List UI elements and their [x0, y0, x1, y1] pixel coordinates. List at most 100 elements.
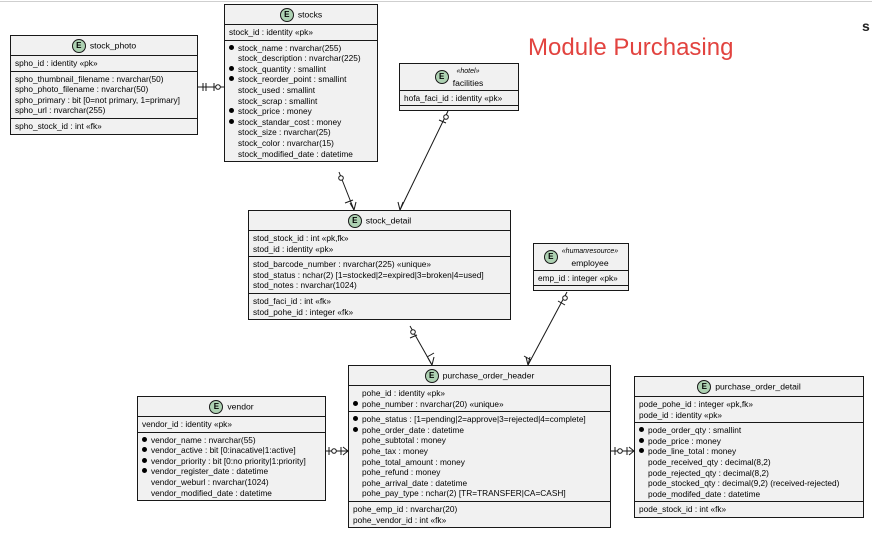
entity-header: E «humanresource»employee	[534, 244, 628, 270]
entity-name: employee	[571, 257, 609, 268]
mandatory-dot-icon	[353, 426, 358, 432]
pk-field-mandatory: pohe_number : nvarchar(20) «unique»	[353, 399, 606, 410]
mandatory-dot-icon	[142, 468, 147, 474]
pk-section: stock_id : identity «pk»	[225, 24, 377, 40]
corner-fragment: s	[862, 18, 870, 34]
attr-section: stock_name : nvarchar(255) stock_descrip…	[225, 39, 377, 162]
attr-field: vendor_weburl : nvarchar(1024)	[151, 476, 269, 487]
mandatory-dot-icon	[639, 427, 644, 433]
entity-name: purchase_order_detail	[715, 381, 801, 392]
attr-field-mandatory: stock_price : money	[229, 106, 373, 117]
entity-name: purchase_order_header	[442, 370, 535, 381]
fk-section: stod_faci_id : int «fk» stod_pohe_id : i…	[249, 292, 510, 319]
attr-section: spho_thumbnail_filename : nvarchar(50) s…	[11, 70, 197, 118]
pk-section: pohe_id : identity «pk» pohe_number : nv…	[349, 385, 610, 411]
pk-field: stock_id : identity «pk»	[229, 27, 313, 37]
entity-badge-icon: E	[279, 8, 294, 22]
fk-field: stod_faci_id : int «fk»	[253, 295, 331, 306]
mandatory-dot-icon	[229, 118, 234, 124]
attr-field-mandatory: pode_order_qty : smallint	[639, 425, 859, 436]
mandatory-dot-icon	[353, 416, 358, 422]
mandatory-dot-icon	[142, 436, 147, 442]
entity-badge-icon: E	[209, 400, 224, 414]
attr-field: stock_scrap : smallint	[238, 95, 318, 106]
attr-field: spho_primary : bit [0=not primary, 1=pri…	[15, 94, 180, 105]
link-employee-poh	[527, 291, 568, 366]
attr-field: vendor_modified_date : datetime	[151, 487, 272, 498]
attr-field-mandatory: pode_line_total : money	[639, 446, 859, 457]
fk-field: pohe_emp_id : nvarchar(20)	[353, 503, 458, 514]
fk-section: pohe_emp_id : nvarchar(20) pohe_vendor_i…	[349, 500, 610, 527]
entity-name: stocks	[297, 9, 323, 20]
pk-field: pode_id : identity «pk»	[639, 409, 723, 420]
attr-field: pohe_total_amount : money	[362, 456, 465, 467]
entity-stereotype: «hotel»	[456, 68, 480, 75]
mandatory-dot-icon	[639, 448, 644, 454]
empty-section	[534, 285, 628, 290]
attr-field: pohe_tax : money	[362, 445, 428, 456]
attr-section: pode_order_qty : smallint pode_price : m…	[635, 422, 863, 501]
attr-field-mandatory: vendor_register_date : datetime	[142, 466, 321, 477]
attr-field-mandatory: stock_reorder_point : smallint	[229, 74, 373, 85]
attr-section: vendor_name : nvarchar(55) vendor_active…	[138, 431, 325, 501]
attr-field: spho_thumbnail_filename : nvarchar(50)	[15, 73, 164, 84]
mandatory-dot-icon	[229, 44, 234, 50]
entity-name: stock_detail	[365, 215, 412, 226]
attr-field-mandatory: pode_price : money	[639, 436, 859, 447]
entity-facilities[interactable]: E «hotel» facilities hofa_faci_id : ident…	[399, 63, 519, 112]
attr-field: stock_color : nvarchar(15)	[238, 137, 334, 148]
entity-employee[interactable]: E «humanresource»employee emp_id : integ…	[533, 243, 629, 292]
entity-badge-icon: E	[434, 70, 449, 85]
entity-badge-icon: E	[697, 380, 712, 394]
attr-field: pode_stocked_qty : decimal(9,2) (receive…	[648, 478, 840, 489]
link-facilities-stockdetail	[399, 110, 449, 211]
attr-field: stock_modified_date : datetime	[238, 148, 353, 159]
empty-section	[400, 105, 518, 110]
attr-field-mandatory: stock_standar_cost : money	[229, 117, 373, 128]
entity-badge-icon: E	[424, 369, 439, 383]
diagram-title: Module Purchasing	[528, 34, 734, 61]
attr-field-mandatory: vendor_active : bit [0:inacative|1:activ…	[142, 445, 321, 456]
attr-field: pohe_subtotal : money	[362, 435, 446, 446]
entity-name: facilities	[452, 77, 484, 88]
pk-section: vendor_id : identity «pk»	[138, 416, 325, 432]
pk-section: stod_stock_id : int «pk,fk» stod_id : id…	[249, 230, 510, 256]
pk-field: pode_pohe_id : integer «pk,fk»	[639, 399, 753, 409]
attr-field: stod_barcode_number : nvarchar(225) «uni…	[253, 259, 432, 270]
pk-section: pode_pohe_id : integer «pk,fk» pode_id :…	[635, 396, 863, 422]
fk-section: spho_stock_id : int «fk»	[11, 117, 197, 134]
attr-field: pohe_refund : money	[362, 467, 441, 478]
entity-badge-icon: E	[347, 214, 362, 228]
mandatory-dot-icon	[353, 400, 358, 406]
pk-field: pohe_id : identity «pk»	[362, 388, 446, 398]
attr-field-mandatory: stock_quantity : smallint	[229, 64, 373, 75]
attr-section: pohe_status : [1=pending|2=approve|3=rej…	[349, 411, 610, 501]
fk-field: spho_stock_id : int «fk»	[15, 120, 102, 131]
pk-field: hofa_faci_id : identity «pk»	[404, 92, 503, 103]
attr-field: stock_description : nvarchar(225)	[238, 53, 361, 64]
attr-field: pohe_pay_type : nchar(2) [TR=TRANSFER|CA…	[362, 488, 566, 499]
fk-field: pohe_vendor_id : int «fk»	[353, 514, 447, 525]
attr-field-mandatory: pohe_order_date : datetime	[353, 425, 606, 436]
pk-section: emp_id : integer «pk»	[534, 269, 628, 286]
pk-field: stod_id : identity «pk»	[253, 243, 334, 254]
pk-section: spho_id : identity «pk»	[11, 55, 197, 71]
attr-field: pohe_arrival_date : datetime	[362, 477, 468, 488]
mandatory-dot-icon	[229, 65, 234, 71]
attr-field: stock_size : nvarchar(25)	[238, 127, 331, 138]
mandatory-dot-icon	[142, 457, 147, 463]
pk-field: emp_id : integer «pk»	[538, 272, 618, 283]
pk-field: vendor_id : identity «pk»	[142, 419, 232, 429]
entity-stereotype: «humanresource»	[561, 248, 619, 255]
entity-name: stock_photo	[89, 40, 137, 51]
frame-border	[0, 1, 872, 2]
